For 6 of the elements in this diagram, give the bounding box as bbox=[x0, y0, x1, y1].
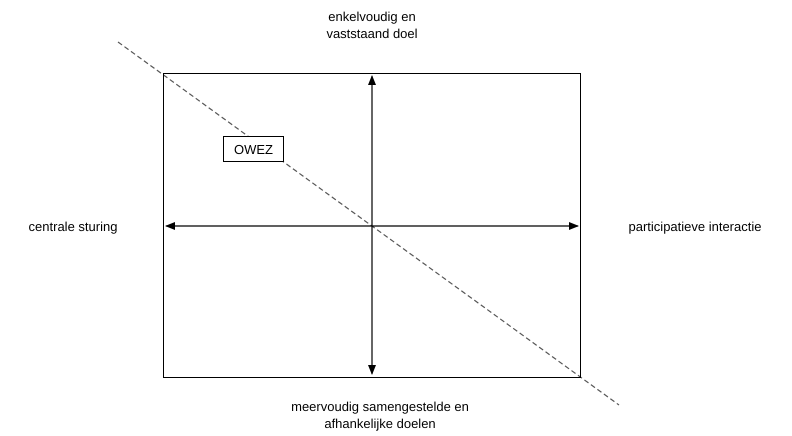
axis-label: meervoudig samengestelde en afhankelijke doelen bbox=[290, 398, 470, 432]
axis-label: participatieve interactie bbox=[628, 218, 762, 235]
label-box: OWEZ bbox=[223, 136, 284, 162]
axis-label: centrale sturing bbox=[28, 218, 118, 235]
axis-label: enkelvoudig en vaststaand doel bbox=[325, 8, 419, 42]
quadrant-frame bbox=[163, 73, 581, 378]
